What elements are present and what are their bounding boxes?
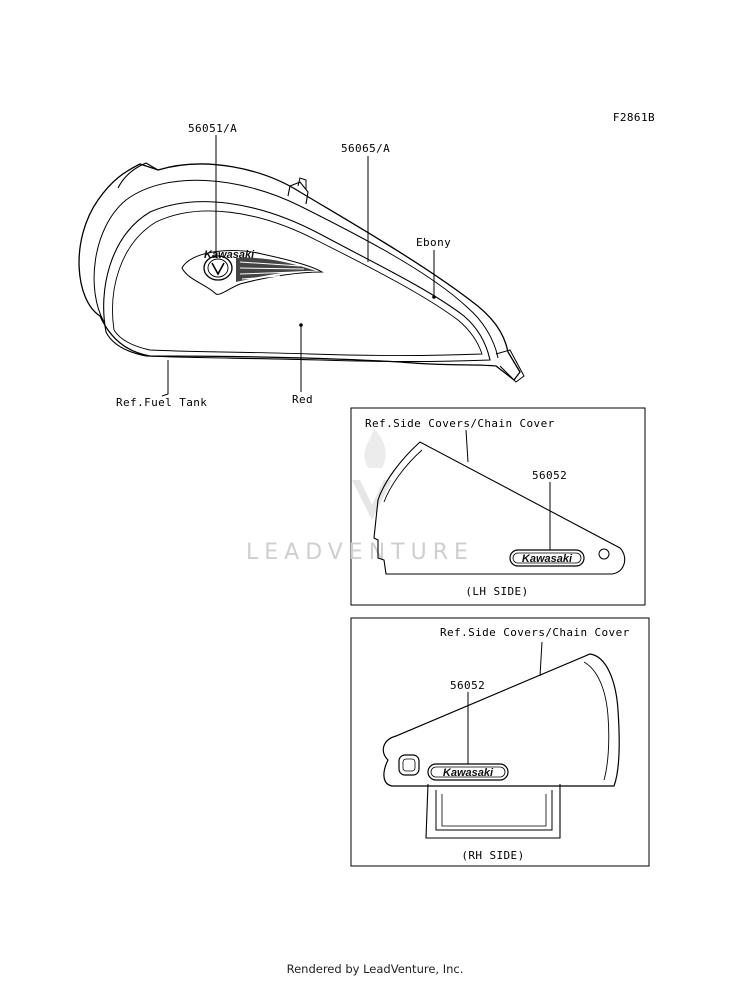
label-ref-fuel-tank: Ref.Fuel Tank (116, 396, 207, 409)
footer-credit: Rendered by LeadVenture, Inc. (286, 962, 464, 976)
leadventure-watermark: LEADVENTURE (246, 428, 474, 565)
rh-ref-label: Ref.Side Covers/Chain Cover (440, 626, 630, 639)
watermark-text: LEADVENTURE (246, 540, 474, 565)
label-red: Red (292, 393, 313, 406)
label-stripe-part: 56065/A (341, 142, 390, 155)
stripe-outer-line (103, 201, 491, 363)
lh-side-frame (350, 407, 646, 606)
ebony-marker (432, 295, 436, 299)
label-emblem-part: 56051/A (188, 122, 237, 135)
lh-side-cover-outline (373, 441, 626, 575)
lh-caption: (LH SIDE) (465, 585, 528, 598)
rh-side-panel: Kawasaki Ref.Side Covers/Chain Cover 560… (350, 617, 650, 867)
lh-decal-text: Kawasaki (522, 553, 573, 565)
emblem-text: Kawasaki (204, 249, 255, 261)
rh-part-label: 56052 (450, 679, 485, 692)
rh-chain-cover-box (425, 783, 561, 839)
rh-side-frame (350, 617, 650, 867)
rh-side-cover-outline (382, 653, 620, 787)
lh-kawasaki-decal (509, 549, 585, 567)
rh-caption: (RH SIDE) (461, 849, 524, 862)
lh-side-panel: LEADVENTURE Kawasaki Ref.Side Covers/Cha… (246, 407, 646, 606)
tank-emblem: Kawasaki (181, 249, 324, 295)
lh-ref-label: Ref.Side Covers/Chain Cover (365, 417, 555, 430)
label-ebony: Ebony (416, 236, 451, 249)
lh-part-label: 56052 (532, 469, 567, 482)
stripe-inner-line (112, 210, 483, 356)
fuel-tank-illustration: Kawasaki (78, 162, 525, 383)
red-marker (299, 323, 303, 327)
diagram-id: F2861B (613, 111, 655, 124)
fuel-cap (287, 177, 309, 205)
fuel-tank-outline (78, 163, 521, 381)
tank-leader-lines (161, 135, 435, 397)
fuel-tank-inner-line (93, 179, 499, 359)
rh-decal-text: Kawasaki (443, 767, 494, 779)
